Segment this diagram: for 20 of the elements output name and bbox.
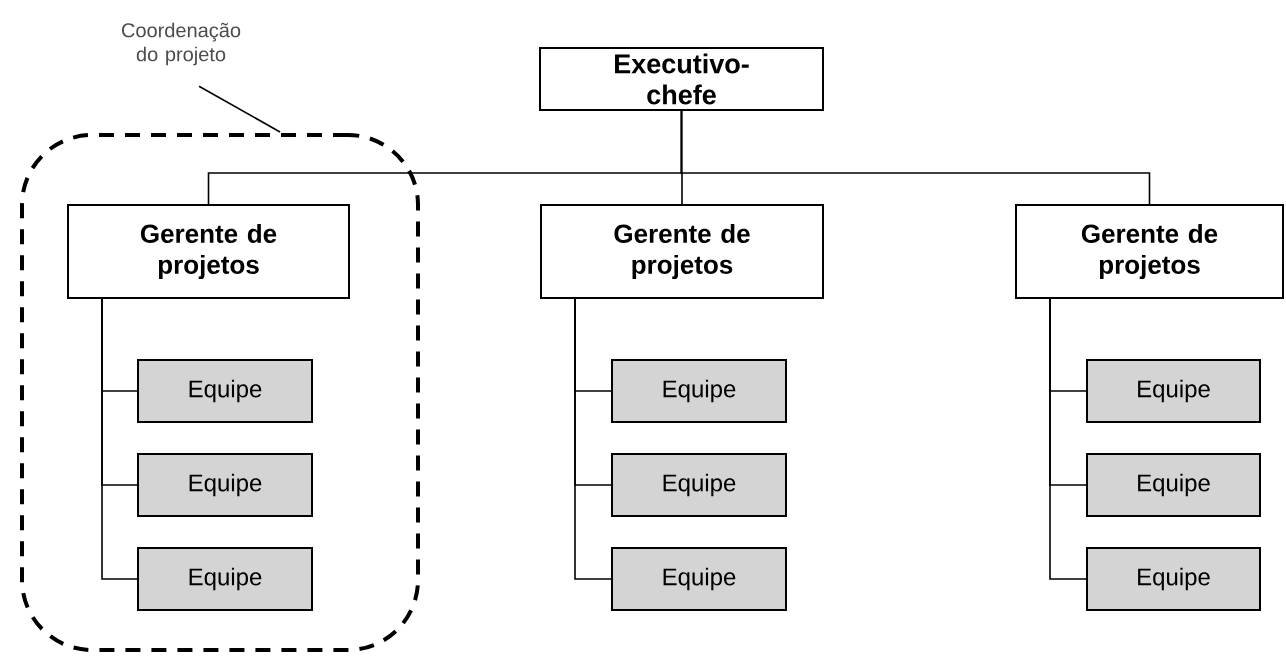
team-box: Equipe	[1086, 547, 1261, 611]
manager-box: Gerente de projetos	[67, 204, 350, 299]
team-box: Equipe	[611, 359, 787, 423]
team-box: Equipe	[1086, 453, 1261, 517]
team-box: Equipe	[137, 453, 313, 517]
team-box: Equipe	[611, 547, 787, 611]
team-box: Equipe	[1086, 359, 1261, 423]
connector-line	[1049, 298, 1087, 580]
manager-box: Gerente de projetos	[540, 204, 824, 299]
connector-line	[574, 298, 612, 580]
leader-line	[198, 85, 281, 133]
dashed-region	[20, 133, 420, 652]
team-box: Equipe	[137, 359, 313, 423]
callout-text: Coordenação do projeto	[122, 22, 241, 66]
manager-box: Gerente de projetos	[1015, 204, 1284, 299]
team-box: Equipe	[611, 453, 787, 517]
connector-line	[101, 298, 138, 580]
team-box: Equipe	[137, 547, 313, 611]
executive-box: Executivo-chefe	[539, 47, 824, 111]
connector-line	[680, 110, 1151, 205]
